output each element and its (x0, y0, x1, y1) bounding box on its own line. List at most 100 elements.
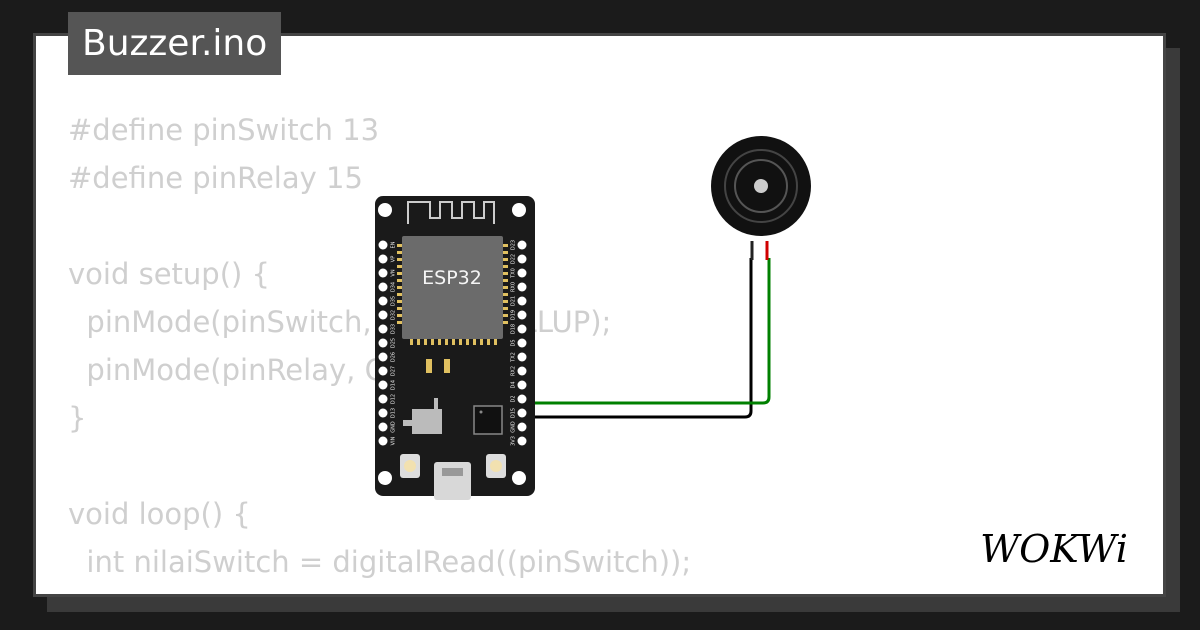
left-pin-d35[interactable] (378, 296, 388, 306)
right-pin-label: GND (511, 421, 517, 433)
left-pin-en[interactable] (378, 240, 388, 250)
left-pin-label: VN (391, 269, 397, 276)
right-pin-d18[interactable] (517, 324, 527, 334)
chip-pad (503, 244, 508, 247)
right-pin-d5[interactable] (517, 338, 527, 348)
right-pin-rx0[interactable] (517, 282, 527, 292)
left-pin-label: D33 (391, 324, 397, 334)
code-line: #define pinRelay 15 (68, 161, 363, 195)
left-pin-vn[interactable] (378, 268, 388, 278)
chip-pad (503, 265, 508, 268)
buzzer[interactable] (711, 136, 811, 236)
left-pin-label: D34 (391, 282, 397, 292)
chip-pad (397, 293, 402, 296)
right-pin-label: D23 (511, 240, 517, 250)
chip-pad (417, 339, 420, 345)
right-pin-label: D15 (511, 408, 517, 418)
right-pin-d2[interactable] (517, 394, 527, 404)
chip-pad (438, 339, 441, 345)
right-pin-d19[interactable] (517, 310, 527, 320)
right-pin-d23[interactable] (517, 240, 527, 250)
chip-pad (452, 339, 455, 345)
chip-pad (397, 314, 402, 317)
wokwi-logo: WOKWi (980, 527, 1128, 571)
code-line: #define pinSwitch 13 (68, 113, 380, 147)
left-pin-d27[interactable] (378, 366, 388, 376)
chip-pad (503, 307, 508, 310)
chip-pad (487, 339, 490, 345)
chip-pad (494, 339, 497, 345)
left-pin-d14[interactable] (378, 380, 388, 390)
code-line: void loop() { (68, 497, 251, 531)
left-pin-label: D25 (391, 338, 397, 348)
chip-pad (466, 339, 469, 345)
right-pin-d21[interactable] (517, 296, 527, 306)
ground-wire (524, 258, 753, 419)
right-pin-tx2[interactable] (517, 352, 527, 362)
chip-pads (397, 244, 508, 345)
code-line: } (68, 401, 87, 435)
right-pin-d4[interactable] (517, 380, 527, 390)
left-pin-vp[interactable] (378, 254, 388, 264)
left-pin-label: D26 (391, 352, 397, 362)
right-pin-label: TX2 (511, 352, 517, 363)
right-pin-label: D21 (511, 296, 517, 306)
right-pin-3v3[interactable] (517, 436, 527, 446)
preview-card: #define pinSwitch 13 #define pinRelay 15 v… (33, 33, 1166, 597)
left-pin-vin[interactable] (378, 436, 388, 446)
left-pin-label: D13 (391, 408, 397, 418)
code-line: void setup() { (68, 257, 270, 291)
left-pin-d12[interactable] (378, 394, 388, 404)
left-pin-d13[interactable] (378, 408, 388, 418)
chip-pad (397, 286, 402, 289)
chip-pad (410, 339, 413, 345)
usb-connector (434, 462, 471, 500)
chip-pad (503, 258, 508, 261)
right-pin-label: D18 (511, 324, 517, 334)
code-line: int nilaiSwitch = digitalRead((pinSwitch… (68, 545, 692, 579)
chip-pad (503, 293, 508, 296)
right-pin-label: D19 (511, 310, 517, 320)
left-pin-label: D35 (391, 296, 397, 306)
chip-pad (503, 279, 508, 282)
right-pin-label: TX0 (511, 268, 517, 279)
left-pin-label: D32 (391, 310, 397, 320)
antenna-trace (407, 201, 495, 224)
right-pin-label: D5 (511, 339, 517, 346)
right-pin-d15[interactable] (517, 408, 527, 418)
left-pin-d33[interactable] (378, 324, 388, 334)
left-pin-header: ENVPVND34D35D32D33D25D26D27D14D12D13GNDV… (378, 240, 397, 446)
chip-pad (445, 339, 448, 345)
logo-text: WOKWi (980, 527, 1128, 571)
right-pin-gnd[interactable] (517, 422, 527, 432)
left-pin-d34[interactable] (378, 282, 388, 292)
right-pin-rx2[interactable] (517, 366, 527, 376)
left-pin-d32[interactable] (378, 310, 388, 320)
left-pin-d26[interactable] (378, 352, 388, 362)
signal-wire (524, 258, 771, 405)
left-pin-gnd[interactable] (378, 422, 388, 432)
chip-pad (503, 321, 508, 324)
left-pin-d25[interactable] (378, 338, 388, 348)
left-pin-label: VP (391, 256, 397, 262)
chip-pad (459, 339, 462, 345)
en-button[interactable] (486, 454, 506, 478)
right-pin-tx0[interactable] (517, 268, 527, 278)
right-pin-label: RX0 (511, 282, 517, 292)
chip-pad (397, 300, 402, 303)
right-pin-d22[interactable] (517, 254, 527, 264)
left-pin-label: D12 (391, 394, 397, 404)
chip-pad (431, 339, 434, 345)
left-pin-label: D27 (391, 366, 397, 376)
chip-pad (424, 339, 427, 345)
left-pin-label: GND (391, 421, 397, 433)
chip-pad (397, 258, 402, 261)
chip-pad (503, 272, 508, 275)
boot-button[interactable] (400, 454, 420, 478)
chip-pad (397, 272, 402, 275)
chip-label: ESP32 (422, 267, 482, 289)
chip-pad (397, 251, 402, 254)
chip-pad (503, 300, 508, 303)
